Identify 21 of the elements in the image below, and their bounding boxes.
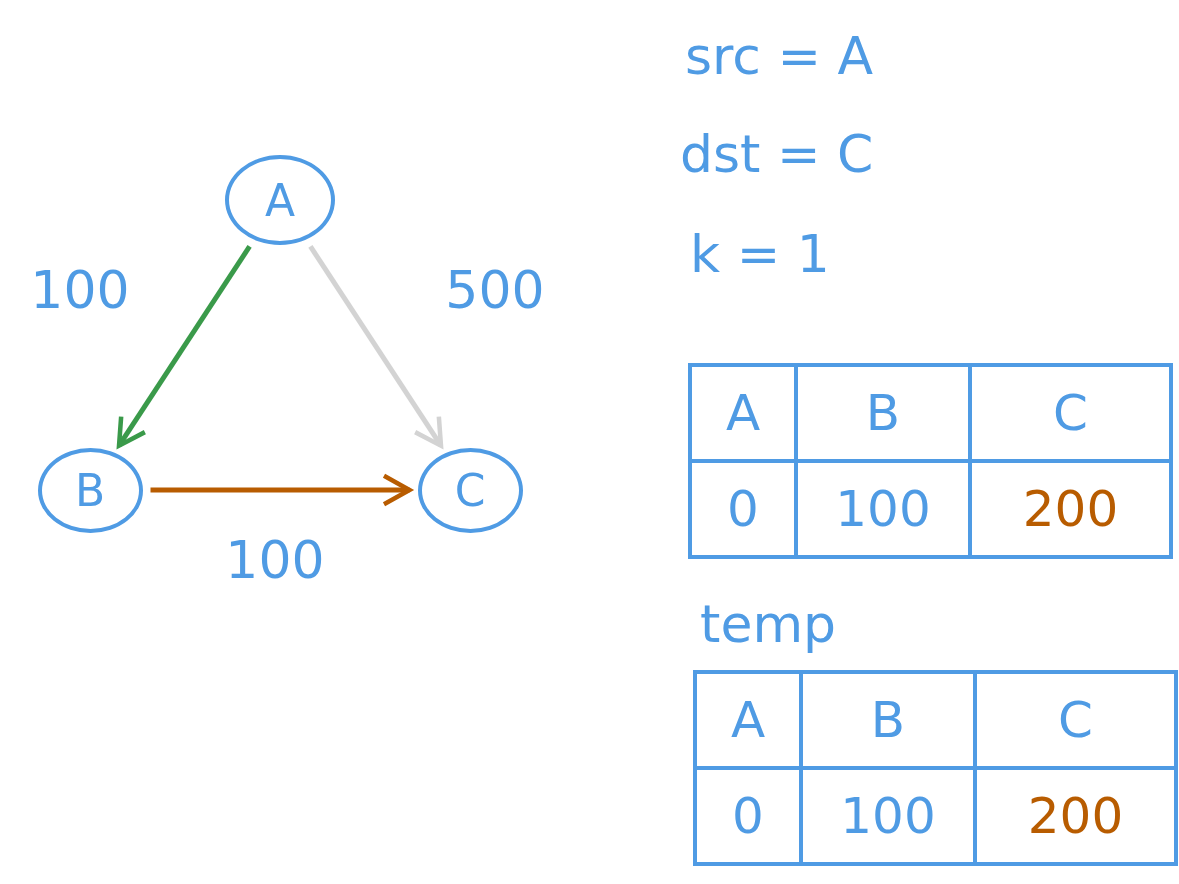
table-cell: 100 (801, 768, 975, 864)
table-cell: B (796, 365, 970, 461)
table-cell: 0 (695, 768, 801, 864)
table-cell: 0 (690, 461, 796, 557)
table-cell: A (695, 672, 801, 768)
table-cell: 200 (975, 768, 1176, 864)
text-label: src = A (685, 30, 874, 82)
table-cell: C (975, 672, 1176, 768)
text-label: dst = C (680, 128, 874, 180)
table-cell: 100 (796, 461, 970, 557)
node-label: B (74, 464, 106, 516)
table-cell: B (801, 672, 975, 768)
node-label: C (454, 464, 486, 516)
table-cell: 200 (970, 461, 1171, 557)
arrow (116, 245, 252, 448)
text-label: k = 1 (690, 228, 830, 280)
table-cell: C (970, 365, 1171, 461)
node-label: A (264, 174, 296, 226)
table-cell: A (690, 365, 796, 461)
arrow (308, 245, 444, 448)
arrow (150, 473, 412, 507)
